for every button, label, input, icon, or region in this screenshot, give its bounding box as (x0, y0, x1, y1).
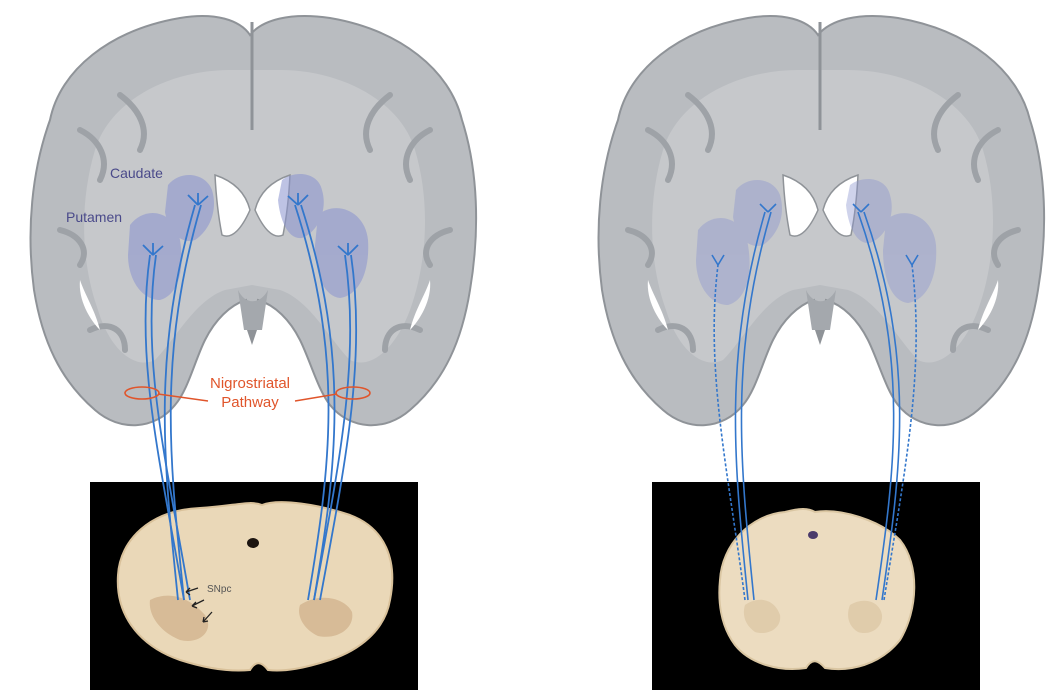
pathway-label-line1: Nigrostriatal (210, 375, 290, 392)
right-brain-section (599, 16, 1045, 425)
putamen-label: Putamen (66, 209, 122, 225)
left-midbrain-section (118, 502, 392, 670)
caudate-label: Caudate (110, 165, 163, 181)
right-aqueduct (808, 531, 818, 539)
pathway-label-line2: Pathway (221, 394, 279, 411)
left-panel: Caudate Putamen Nigrostriatal Pathway SN… (31, 16, 477, 690)
snpc-label: SNpc (207, 584, 231, 595)
left-aqueduct (247, 538, 259, 548)
right-panel (599, 16, 1045, 690)
